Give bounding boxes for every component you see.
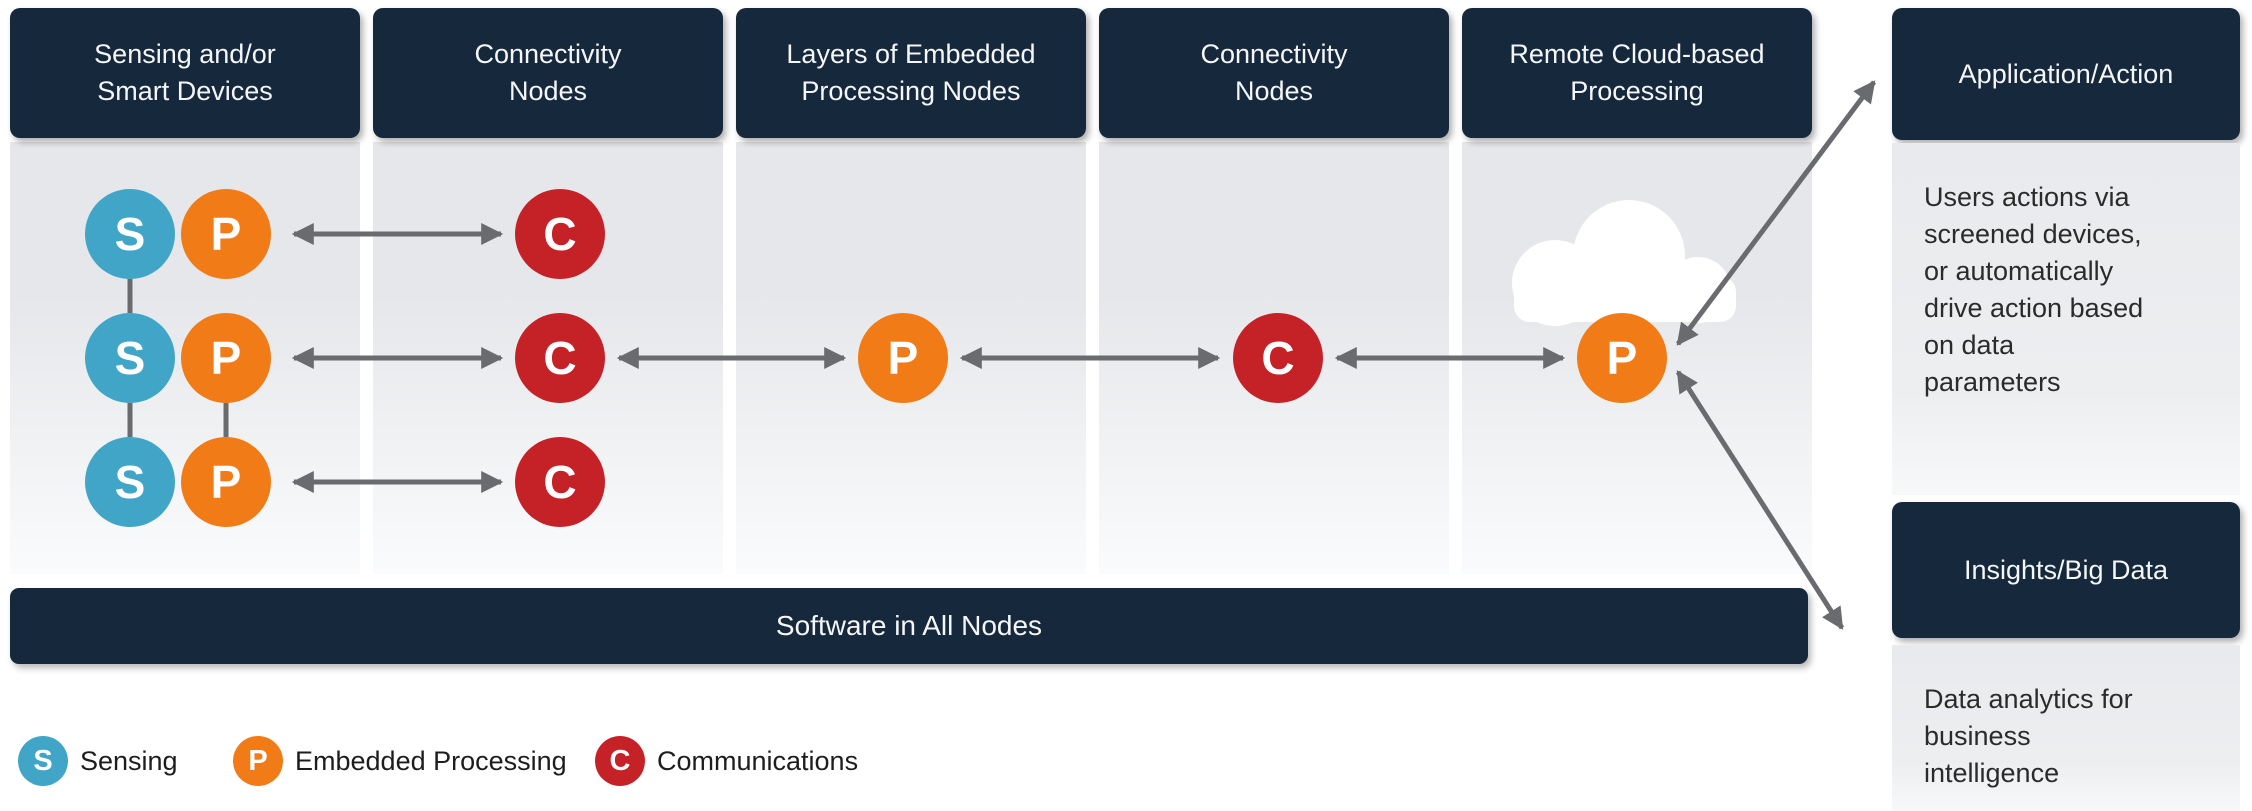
node-letter: P <box>210 208 242 260</box>
node-communications-3: C <box>1233 313 1323 403</box>
legend-letter: S <box>33 744 53 777</box>
insights-big-data-description: Data analytics for business intelligence <box>1892 645 2240 811</box>
legend-sensing-label: Sensing <box>80 745 178 776</box>
legend-sensing-icon: S <box>18 736 68 786</box>
node-letter: C <box>543 208 577 260</box>
column-header-connectivity-1: Connectivity Nodes <box>373 8 723 138</box>
node-communications-4: C <box>515 437 605 527</box>
node-letter: P <box>210 332 242 384</box>
node-processing-2: P <box>181 313 271 403</box>
node-communications-2: C <box>515 313 605 403</box>
legend-processing-icon: P <box>233 736 283 786</box>
node-processing-3: P <box>181 437 271 527</box>
legend-processing-label: Embedded Processing <box>295 745 567 776</box>
node-letter: S <box>114 332 146 384</box>
node-sensing-2: S <box>85 313 175 403</box>
column-header-cloud-processing: Remote Cloud-based Processing <box>1462 8 1812 138</box>
node-letter: P <box>887 332 919 384</box>
column-header-connectivity-2: Connectivity Nodes <box>1099 8 1449 138</box>
node-letter: S <box>114 208 146 260</box>
software-in-all-nodes-bar: Software in All Nodes <box>10 588 1808 664</box>
node-sensing-3: S <box>85 437 175 527</box>
insights-big-data-header: Insights/Big Data <box>1892 502 2240 638</box>
application-action-header: Application/Action <box>1892 8 2240 140</box>
legend-communications-label: Communications <box>657 745 859 776</box>
column-header-embedded-processing: Layers of Embedded Processing Nodes <box>736 8 1086 138</box>
legend-communications-icon: C <box>595 736 645 786</box>
node-communications-1: C <box>515 189 605 279</box>
node-letter: C <box>543 456 577 508</box>
node-remote-cloud-processing: P <box>1577 313 1667 403</box>
column-header-sensing-devices: Sensing and/or Smart Devices <box>10 8 360 138</box>
node-letter: C <box>543 332 577 384</box>
node-letter: C <box>1261 332 1295 384</box>
node-processing-1: P <box>181 189 271 279</box>
legend-letter: C <box>609 744 631 777</box>
node-letter: P <box>210 456 242 508</box>
node-sensing-1: S <box>85 189 175 279</box>
application-action-description: Users actions via screened devices, or a… <box>1892 143 2240 495</box>
legend-letter: P <box>248 744 268 777</box>
node-letter: P <box>1606 332 1638 384</box>
node-letter: S <box>114 456 146 508</box>
node-embedded-processing-layer: P <box>858 313 948 403</box>
